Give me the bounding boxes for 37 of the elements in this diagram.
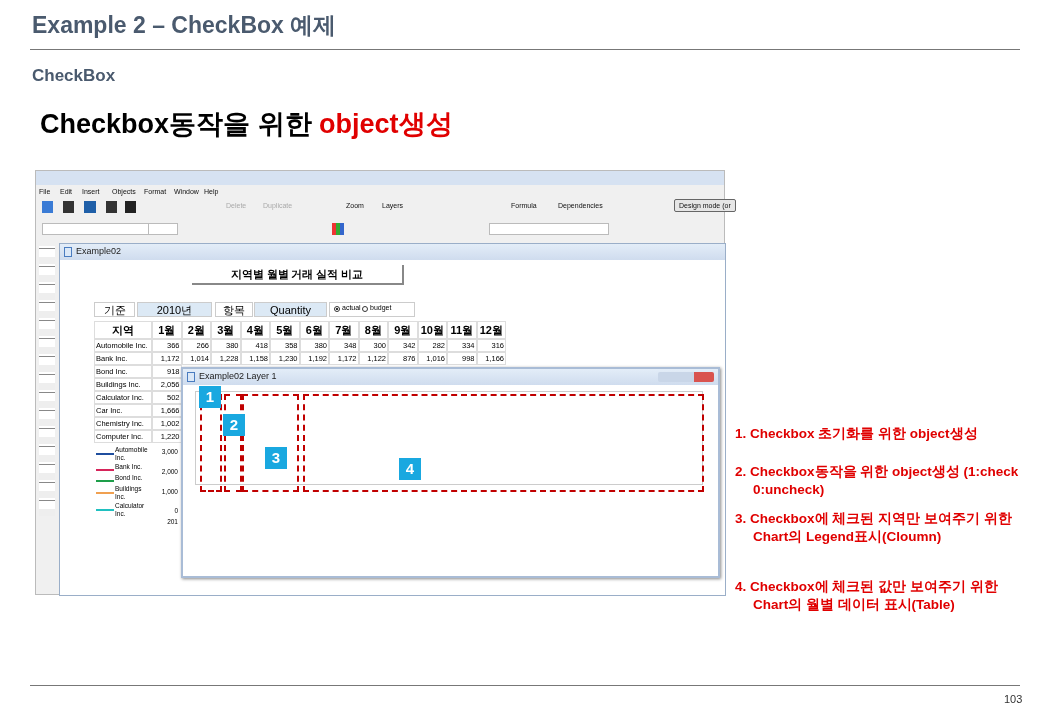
note-text: 4. Checkbox에 체크된 값만 보여주기 위한 Chart의 월별 데이터 표시(Table) (735, 578, 999, 614)
window-title: Example02 Layer 1 (199, 371, 277, 381)
page-number: 103 (1004, 693, 1023, 705)
column-header: 3월 (211, 321, 241, 339)
note-text: 2. Checkbox동작을 위한 object생성 (1:check 0:uncheck) (735, 463, 1020, 499)
document-window (181, 367, 720, 578)
note-text: 3. Checkbox에 체크된 지역만 보여주기 위한 Chart의 Legend표시(Cloumn) (735, 510, 1013, 546)
document-window (59, 243, 726, 596)
callout-number: 3 (265, 447, 287, 469)
slide-title: Example 2 – CheckBox 예제 (32, 11, 337, 40)
dashed-region (224, 394, 242, 492)
slide-headline: Checkbox동작을 위한 object생성 (40, 108, 453, 141)
column-header: 11월 (447, 321, 477, 339)
callout-number: 2 (223, 414, 245, 436)
callout-number: 4 (399, 458, 421, 480)
column-header: 7월 (329, 321, 359, 339)
column-header: 8월 (358, 321, 388, 339)
dropdown-field: 2010년 (137, 302, 212, 317)
window-title: Example02 (76, 246, 122, 256)
column-header: 9월 (388, 321, 418, 339)
dashed-region (242, 394, 299, 492)
column-header: 5월 (270, 321, 300, 339)
column-header: 1월 (152, 321, 182, 339)
section-heading: CheckBox (32, 66, 116, 86)
note-text: 1. Checkbox 초기화를 위한 object생성 (735, 425, 979, 443)
filter-label: 기준 (94, 302, 135, 317)
filter-label: 항목 (215, 302, 253, 317)
column-header: 지역 (94, 321, 152, 339)
column-header: 10월 (417, 321, 447, 339)
callout-number: 1 (199, 386, 221, 408)
column-header: 6월 (299, 321, 329, 339)
dropdown-field: Quantity (254, 302, 327, 317)
report-title-box: 지역별 월별 거래 실적 비교 (192, 265, 404, 285)
dashed-region (303, 394, 704, 492)
column-header: 12월 (476, 321, 506, 339)
column-header: 2월 (181, 321, 211, 339)
column-header: 4월 (240, 321, 270, 339)
